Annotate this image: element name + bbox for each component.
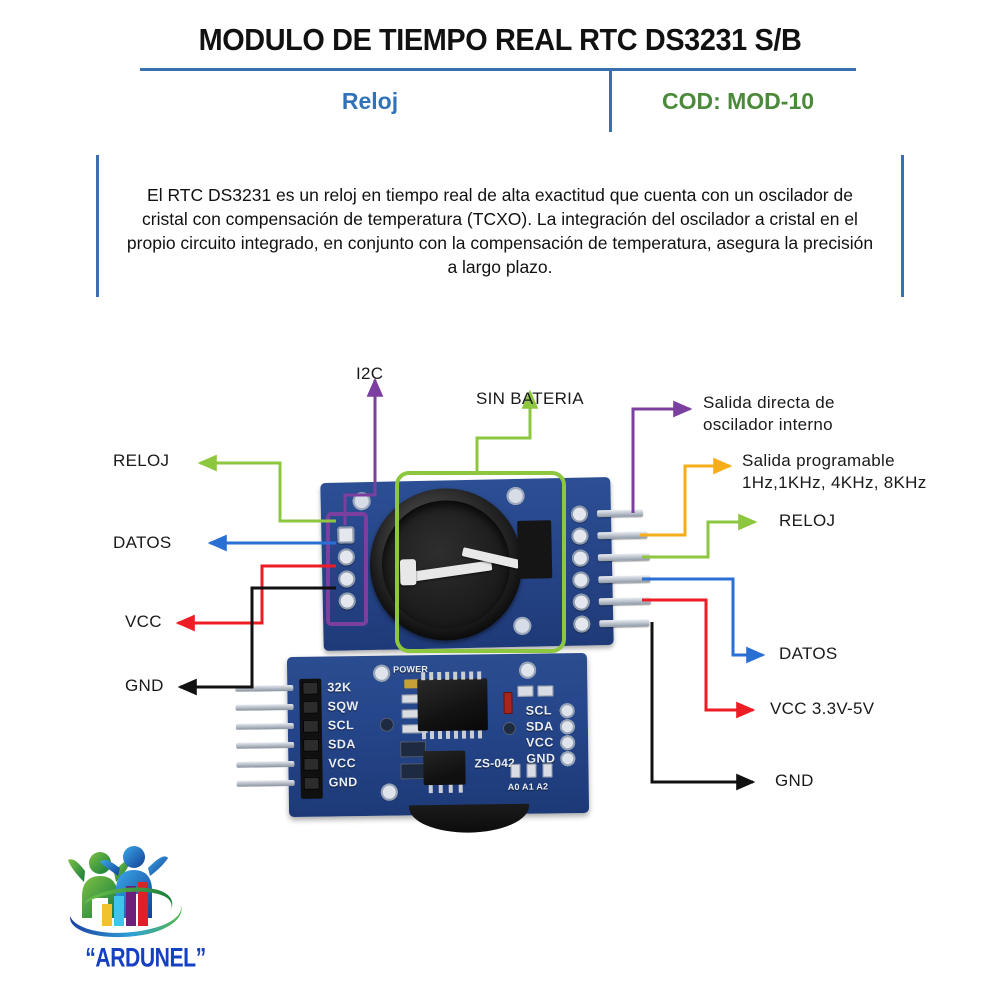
- logo-figure-green-body: [82, 876, 118, 918]
- callout-salida-programable-line1: Salida programable: [742, 451, 895, 470]
- page-title: MODULO DE TIEMPO REAL RTC DS3231 S/B: [198, 22, 802, 57]
- callout-right-vcc: VCC 3.3V-5V: [770, 699, 875, 718]
- header-divider-horizontal: [140, 68, 856, 71]
- logo-figure-blue-arm: [100, 859, 120, 876]
- description-block: El RTC DS3231 es un reloj en tiempo real…: [96, 155, 904, 297]
- logo-bar-4: [138, 882, 148, 926]
- annotated-diagram: 32K SQW SCL SDA VCC GND POWER: [0, 330, 1000, 890]
- callout-left-datos: DATOS: [113, 533, 172, 552]
- product-code: COD: MOD-10: [661, 88, 815, 114]
- logo-swoosh-blue: [69, 904, 182, 938]
- callout-salida-directa-line2: oscilador interno: [703, 415, 833, 434]
- logo-figure-green-arm: [114, 861, 130, 882]
- callout-i2c: I2C: [356, 364, 384, 383]
- callout-wires: [175, 377, 766, 791]
- callout-left-vcc: VCC: [125, 612, 162, 631]
- callout-left-gnd: GND: [125, 676, 164, 695]
- logo-swoosh-green: [84, 887, 173, 910]
- brand-logo: “ARDUNEL”: [58, 838, 233, 978]
- logo-bar-1: [102, 904, 112, 926]
- callout-sin-bateria: SIN BATERIA: [476, 389, 584, 408]
- product-category: Reloj: [341, 88, 399, 114]
- description-rule-left: [96, 155, 99, 297]
- callout-right-datos: DATOS: [779, 644, 838, 663]
- callout-right-reloj: RELOJ: [779, 511, 836, 530]
- logo-figure-blue-arm: [148, 856, 168, 876]
- logo-mark: [68, 846, 182, 938]
- logo-bar-3: [126, 886, 136, 926]
- logo-wordmark: “ARDUNEL”: [85, 941, 206, 973]
- i2c-pads-highlight-box: [326, 512, 368, 626]
- logo-bar-2: [114, 896, 124, 926]
- logo-figure-blue-head: [123, 846, 145, 868]
- description-text: El RTC DS3231 es un reloj en tiempo real…: [126, 185, 874, 277]
- logo-figure-green-arm: [68, 859, 85, 882]
- callout-left-reloj: RELOJ: [113, 451, 170, 470]
- header-divider-vertical: [609, 70, 612, 132]
- logo-figure-green-head: [89, 852, 111, 874]
- battery-highlight-box: [395, 471, 566, 653]
- callout-right-gnd: GND: [775, 771, 814, 790]
- callout-salida-programable-line2: 1Hz,1KHz, 4KHz, 8KHz: [742, 473, 927, 492]
- callout-salida-directa-line1: Salida directa de: [703, 393, 835, 412]
- description-rule-right: [901, 155, 904, 297]
